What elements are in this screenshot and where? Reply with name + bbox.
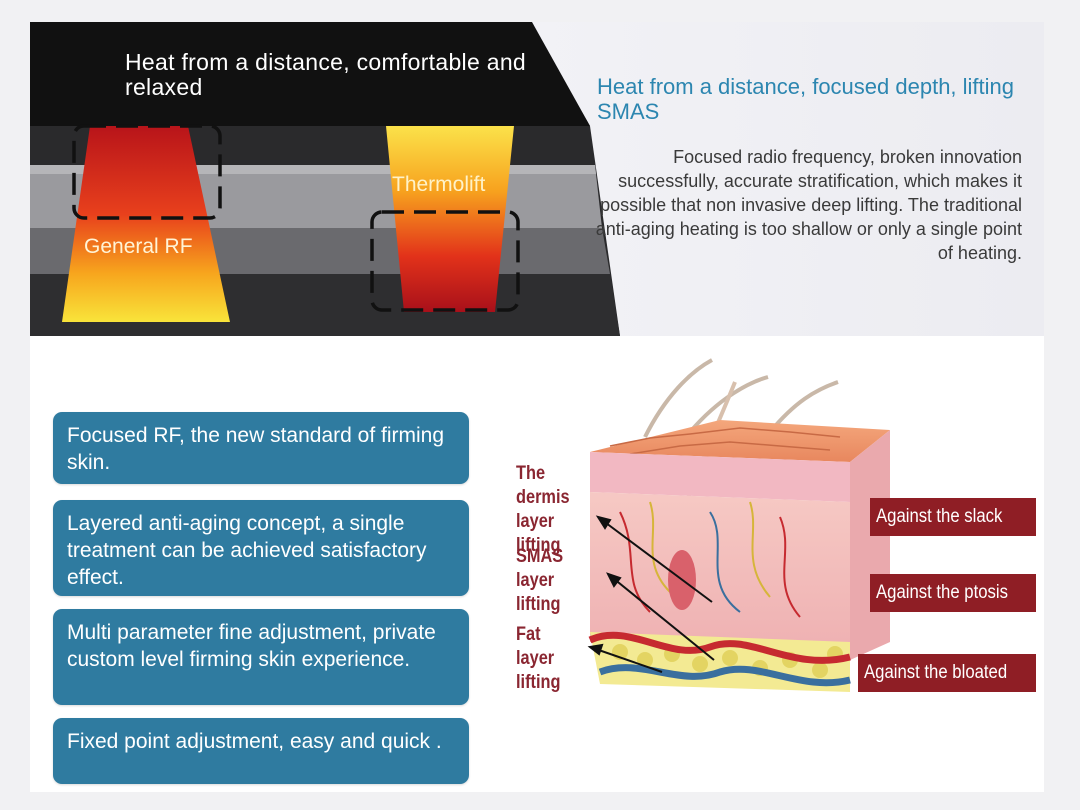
rf-comparison-graphic [30, 22, 1044, 336]
thermolift-focus-box [370, 210, 520, 312]
dermis-layer [590, 492, 850, 642]
infographic: Heat from a distance, comfortable and re… [30, 22, 1044, 792]
feature-card: Focused RF, the new standard of firming … [53, 412, 469, 484]
hair-strand [688, 375, 769, 434]
hair-strand [643, 358, 713, 438]
general-rf-cone [62, 126, 230, 322]
feature-card: Layered anti-aging concept, a single tre… [53, 500, 469, 596]
skin-cross-section-illustration [587, 358, 890, 692]
layer-label-fat: Fat layer lifting [516, 624, 561, 693]
epidermis-layer [590, 452, 850, 502]
benefit-label: Against the bloated [864, 662, 1008, 683]
layer-label-dermis: The dermis layer lifting [516, 463, 570, 556]
layer-label-smas: SMAS layer lifting [516, 546, 564, 615]
intro-description: Focused radio frequency, broken innovati… [595, 147, 1022, 263]
benefit-badge: Against the slack [870, 498, 1036, 536]
feature-card: Multi parameter fine adjustment, private… [53, 609, 469, 705]
headline-band [30, 22, 590, 126]
layer-arrows [587, 515, 715, 673]
benefit-label: Against the slack [876, 506, 1003, 527]
general-rf-focus-box [72, 124, 222, 220]
benefit-badge: Against the bloated [858, 654, 1036, 692]
feature-card: Fixed point adjustment, easy and quick . [53, 718, 469, 784]
epidermis-surface [590, 420, 890, 462]
general-rf-label: General RF [84, 235, 193, 258]
benefit-label: Against the ptosis [876, 582, 1008, 603]
thermolift-cone [386, 126, 514, 312]
intro-title: Heat from a distance, focused depth, lif… [597, 74, 1015, 124]
rf-comparison-panel: Heat from a distance, comfortable and re… [30, 22, 1044, 336]
side-face [850, 430, 890, 660]
artery [588, 631, 851, 664]
vein [598, 664, 851, 687]
top-headline: Heat from a distance, comfortable and re… [125, 49, 527, 100]
thermolift-label: Thermolift [392, 173, 486, 196]
benefit-badge: Against the ptosis [870, 574, 1036, 612]
